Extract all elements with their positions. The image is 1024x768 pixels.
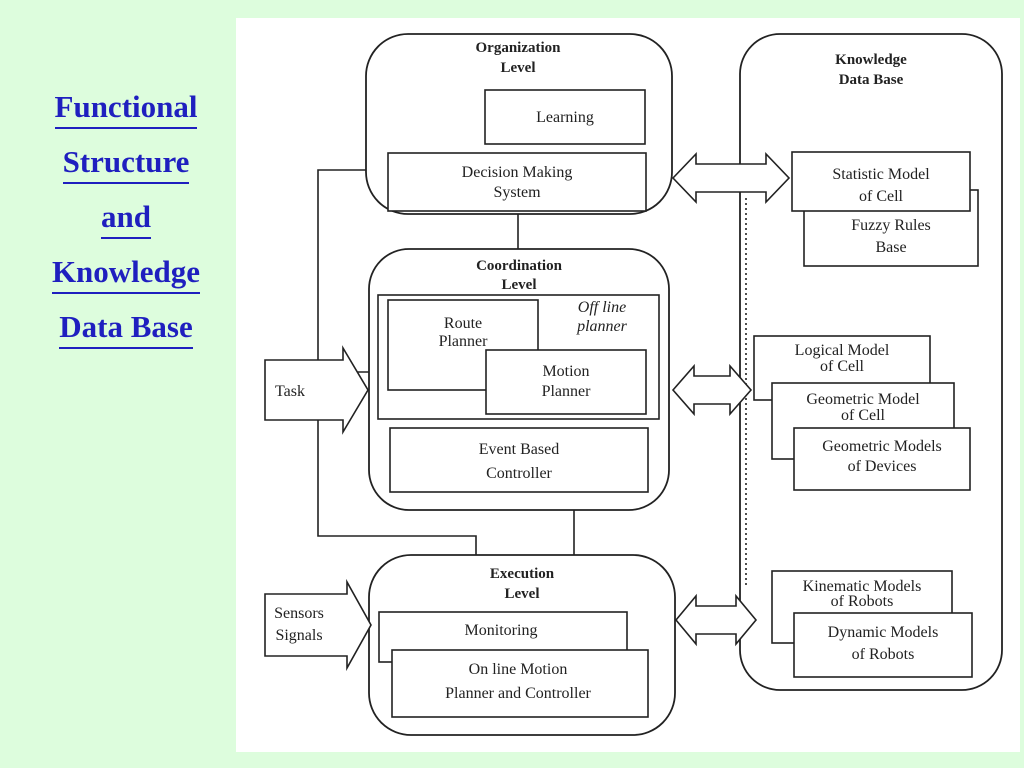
coord-knowledge-double-arrow bbox=[671, 363, 753, 417]
kinematic-models-label: of Robots bbox=[831, 593, 894, 610]
sensors-label: Signals bbox=[275, 627, 322, 644]
dynamic-models-label: Dynamic Models bbox=[828, 624, 939, 641]
motion-planner-box bbox=[485, 349, 647, 415]
page-title-line: and bbox=[101, 197, 151, 239]
exec-knowledge-double-arrow bbox=[674, 593, 758, 647]
coordination-title: Level bbox=[502, 277, 537, 293]
online-motion-label: Planner and Controller bbox=[445, 685, 591, 702]
page-title: Functional Structure and Knowledge Data … bbox=[20, 82, 232, 357]
functional-structure-diagram: Knowledge Data Base Organization Level L… bbox=[236, 18, 1020, 752]
task-label: Task bbox=[275, 383, 305, 400]
org-knowledge-double-arrow bbox=[671, 152, 791, 204]
learning-box bbox=[484, 89, 646, 145]
offline-planner-label: planner bbox=[576, 318, 628, 335]
fuzzy-rules-label: Base bbox=[875, 239, 906, 256]
dynamic-models-label: of Robots bbox=[852, 646, 915, 663]
sensors-arrow bbox=[264, 578, 372, 672]
kinematic-models-label: Kinematic Models bbox=[803, 578, 922, 595]
geometric-model-cell-label: Geometric Model bbox=[806, 391, 920, 408]
dynamic-models-box bbox=[793, 612, 973, 678]
event-controller-label: Controller bbox=[486, 465, 552, 482]
route-planner-label: Planner bbox=[439, 333, 489, 350]
diagram-canvas: Knowledge Data Base Organization Level L… bbox=[264, 33, 1003, 736]
offline-planner-label: Off line bbox=[578, 299, 626, 316]
online-motion-label: On line Motion bbox=[469, 661, 568, 678]
event-controller-box bbox=[389, 427, 649, 493]
statistic-model-label: Statistic Model bbox=[832, 166, 930, 183]
geometric-model-cell-label: of Cell bbox=[841, 407, 886, 424]
motion-planner-label: Planner bbox=[542, 383, 592, 400]
geometric-models-devices-label: of Devices bbox=[848, 458, 917, 475]
knowledge-title: Knowledge bbox=[835, 52, 907, 68]
decision-making-label: System bbox=[493, 184, 541, 201]
fuzzy-rules-label: Fuzzy Rules bbox=[851, 217, 931, 234]
sensors-label: Sensors bbox=[274, 605, 324, 622]
page-title-line: Data Base bbox=[59, 307, 193, 349]
page-title-line: Functional bbox=[54, 87, 198, 129]
statistic-model-box bbox=[791, 151, 971, 212]
page-title-line: Structure bbox=[62, 142, 190, 184]
motion-planner-label: Motion bbox=[542, 363, 589, 380]
page-title-line: Knowledge bbox=[51, 252, 201, 294]
geometric-models-devices-box bbox=[793, 427, 971, 491]
geometric-models-devices-label: Geometric Models bbox=[822, 438, 942, 455]
statistic-model-label: of Cell bbox=[859, 188, 904, 205]
online-motion-box bbox=[391, 649, 649, 718]
task-exec-line bbox=[317, 372, 477, 555]
task-arrow bbox=[264, 345, 369, 435]
event-controller-label: Event Based bbox=[479, 441, 559, 458]
logical-model-label: Logical Model bbox=[795, 342, 890, 359]
learning-label: Learning bbox=[536, 109, 594, 126]
organization-title: Level bbox=[501, 60, 536, 76]
logical-model-label: of Cell bbox=[820, 358, 865, 375]
knowledge-title: Data Base bbox=[839, 72, 904, 88]
organization-title: Organization bbox=[476, 40, 562, 56]
execution-title: Execution bbox=[490, 566, 555, 582]
coordination-title: Coordination bbox=[476, 258, 563, 274]
execution-title: Level bbox=[505, 586, 540, 602]
monitoring-label: Monitoring bbox=[465, 622, 538, 639]
route-planner-label: Route bbox=[444, 315, 482, 332]
decision-making-label: Decision Making bbox=[462, 164, 573, 181]
decision-making-box bbox=[387, 152, 647, 212]
